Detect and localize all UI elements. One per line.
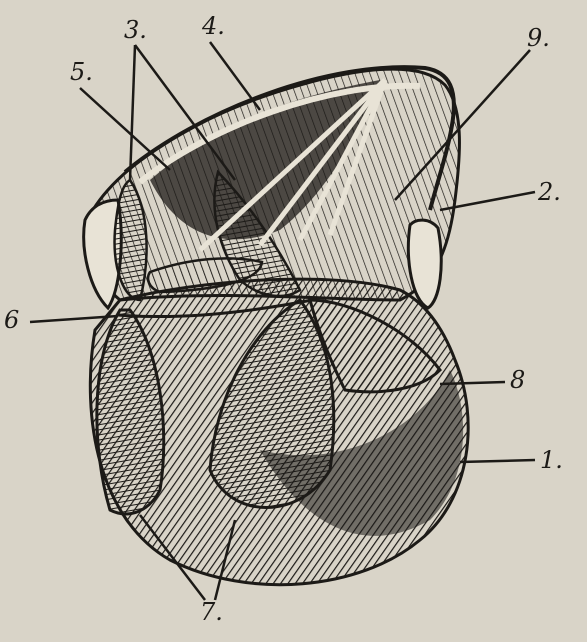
label-6: 6 <box>4 308 19 332</box>
label-3: 3. <box>124 18 147 42</box>
leader-5 <box>80 88 170 170</box>
label-7: 7. <box>200 600 223 624</box>
label-9: 9. <box>527 26 550 50</box>
right-cut-edge <box>408 220 441 308</box>
leader-1 <box>460 460 535 462</box>
label-5: 5. <box>70 60 93 84</box>
leader-4 <box>210 42 260 110</box>
label-8: 8 <box>510 368 525 392</box>
label-4: 4. <box>202 14 225 38</box>
label-1: 1. <box>540 448 563 472</box>
leader-3a <box>130 45 135 180</box>
label-2: 2. <box>538 180 561 204</box>
